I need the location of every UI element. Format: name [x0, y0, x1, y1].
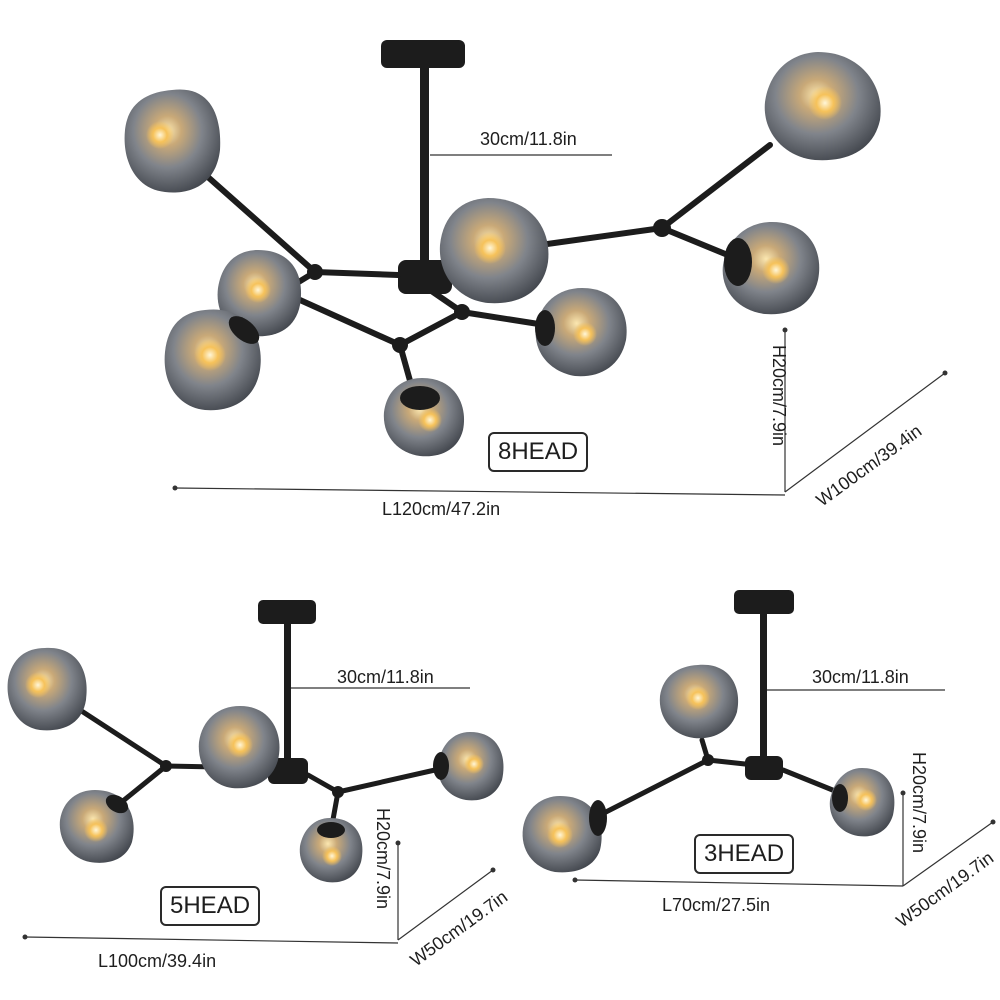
hub	[398, 260, 452, 294]
arms	[597, 737, 843, 818]
arms	[197, 142, 773, 398]
height-label: H20cm/7.9in	[769, 345, 789, 447]
canopy	[258, 600, 316, 624]
chandelier-8head	[124, 40, 948, 496]
canopy	[734, 590, 794, 614]
dimension-lines	[24, 687, 494, 944]
globe-shade	[217, 250, 302, 337]
rod-length-label: 30cm/11.8in	[480, 129, 577, 149]
down-rod	[284, 622, 291, 762]
head-count-badge: 8HEAD	[488, 432, 589, 472]
globe-shade	[439, 198, 549, 304]
chandelier-3head	[522, 590, 996, 887]
down-rod	[420, 66, 429, 264]
globe-shade	[124, 89, 221, 193]
down-rod	[760, 612, 767, 762]
height-label: H20cm/7.9in	[909, 752, 929, 854]
globe-shade	[722, 222, 820, 315]
canopy	[381, 40, 465, 68]
globe-shade	[433, 732, 504, 801]
globe-shade	[522, 796, 607, 873]
length-label: L100cm/39.4in	[98, 951, 217, 971]
hub	[745, 756, 783, 780]
globe-shade	[59, 790, 134, 863]
rod-length-label: 30cm/11.8in	[337, 667, 434, 687]
dimension-lines	[574, 689, 994, 887]
globe-shade	[198, 706, 280, 789]
globe-shade	[535, 288, 627, 377]
rod-length-label: 30cm/11.8in	[812, 667, 909, 687]
globe-shade	[7, 647, 87, 731]
head-count-badge: 5HEAD	[160, 886, 261, 926]
globe-shade	[164, 309, 261, 411]
head-count-badge: 3HEAD	[694, 834, 795, 874]
dimension-lines	[174, 154, 946, 496]
globe-shade	[383, 378, 465, 457]
length-label: L120cm/47.2in	[382, 499, 501, 519]
hub	[268, 758, 308, 784]
chandelier-5head	[7, 600, 504, 944]
globe-shade	[829, 768, 895, 837]
globe-shade	[764, 52, 881, 161]
globe-shade	[659, 664, 739, 739]
height-label: H20cm/7.9in	[373, 808, 393, 910]
globe-shade	[299, 818, 363, 883]
length-label: L70cm/27.5in	[662, 895, 771, 915]
